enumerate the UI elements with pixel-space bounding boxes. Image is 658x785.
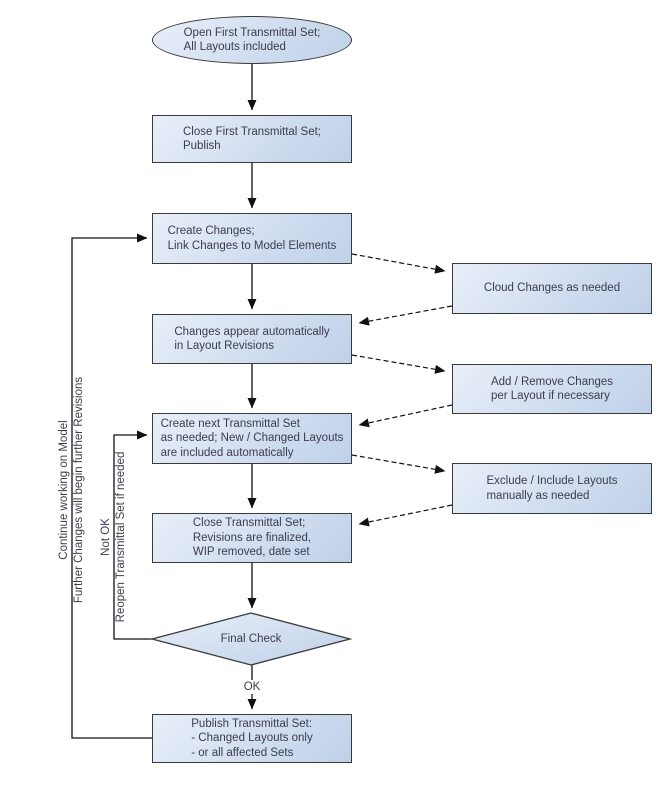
node-final-check: Final Check	[171, 631, 331, 647]
node-text: Publish Transmittal Set: - Changed Layou…	[185, 717, 318, 761]
text-line: Further Changes will begin further Revis…	[73, 376, 85, 604]
final-check-diamond-shape	[149, 612, 353, 666]
edge-label-ok: OK	[236, 680, 268, 694]
loop-line-not-ok	[113, 430, 152, 640]
node-exclude-include-layouts: Exclude / Include Layouts manually as ne…	[452, 463, 652, 514]
node-add-remove-changes: Add / Remove Changes per Layout if neces…	[452, 364, 652, 414]
text-line: - or all affected Sets	[191, 746, 294, 759]
text-line: Open First Transmittal Set;	[183, 26, 321, 39]
text-line: Create next Transmittal Set	[160, 417, 300, 430]
text-line: Continue working on Model	[58, 420, 70, 560]
loop-line-continue-working	[71, 233, 152, 739]
dashed-arrow-cloud-to-changes-appear	[358, 305, 453, 326]
text-line: Final Check	[220, 632, 282, 645]
node-text: Create next Transmittal Set as needed; N…	[159, 417, 346, 461]
text-line: manually as needed	[486, 489, 590, 502]
text-line: Publish Transmittal Set:	[191, 717, 313, 730]
dashed-arrow-exclude-to-close-set	[358, 504, 453, 527]
node-text: Open First Transmittal Set; All Layouts …	[178, 26, 327, 55]
edge-label-not-ok: Not OK Reopen Transmittal Set if needed	[99, 417, 129, 657]
text-line: All Layouts included	[183, 41, 286, 53]
node-text: Add / Remove Changes per Layout if neces…	[485, 375, 619, 404]
text-line: Exclude / Include Layouts	[486, 475, 618, 487]
node-create-changes: Create Changes; Link Changes to Model El…	[152, 213, 352, 264]
text-line: Revisions are finalized,	[192, 531, 312, 544]
text-line: Close First Transmittal Set;	[182, 125, 322, 138]
node-open-first-transmittal-set: Open First Transmittal Set; All Layouts …	[152, 16, 352, 64]
edge-label-continue-working: Continue working on Model Further Change…	[57, 340, 87, 640]
text-line: Add / Remove Changes	[490, 375, 614, 388]
node-text: Close First Transmittal Set; Publish	[177, 125, 327, 154]
node-text: Final Check	[215, 632, 288, 647]
text-line: Not OK	[100, 518, 112, 556]
node-text: Exclude / Include Layouts manually as ne…	[480, 474, 623, 503]
node-publish-transmittal-set: Publish Transmittal Set: - Changed Layou…	[152, 714, 352, 763]
node-text: Changes appear automatically in Layout R…	[168, 325, 335, 354]
text-line: Reopen Transmittal Set if needed	[115, 451, 127, 623]
dashed-arrow-to-exclude-include	[351, 454, 446, 474]
text-line: Cloud Changes as needed	[483, 282, 621, 295]
text-line: Close Transmittal Set;	[192, 517, 306, 530]
dashed-arrow-add-remove-to-create-next	[358, 404, 453, 428]
dashed-arrow-to-cloud-changes	[351, 253, 446, 274]
text-line: Create Changes;	[167, 225, 255, 237]
node-text: Cloud Changes as needed	[478, 281, 626, 296]
text-line: are included automatically	[160, 446, 294, 459]
text-line: WIP removed, date set	[192, 546, 310, 559]
text-line: Publish	[182, 140, 221, 152]
node-cloud-changes: Cloud Changes as needed	[452, 263, 652, 314]
text-line: per Layout if necessary	[490, 390, 610, 402]
node-text: Create Changes; Link Changes to Model El…	[162, 224, 343, 253]
node-close-transmittal-set: Close Transmittal Set; Revisions are fin…	[152, 513, 352, 563]
text-line: - Changed Layouts only	[191, 732, 313, 745]
text-line: Link Changes to Model Elements	[167, 239, 337, 252]
node-close-first-transmittal-set: Close First Transmittal Set; Publish	[152, 115, 352, 163]
text-line: Changes appear automatically	[174, 325, 330, 338]
text-line: in Layout Revisions	[174, 340, 275, 352]
node-changes-appear: Changes appear automatically in Layout R…	[152, 314, 352, 364]
node-create-next-transmittal-set: Create next Transmittal Set as needed; N…	[152, 413, 352, 464]
dashed-arrow-to-add-remove	[351, 354, 446, 374]
text-line: as needed; New / Changed Layouts	[160, 432, 344, 445]
node-text: Close Transmittal Set; Revisions are fin…	[187, 516, 317, 560]
